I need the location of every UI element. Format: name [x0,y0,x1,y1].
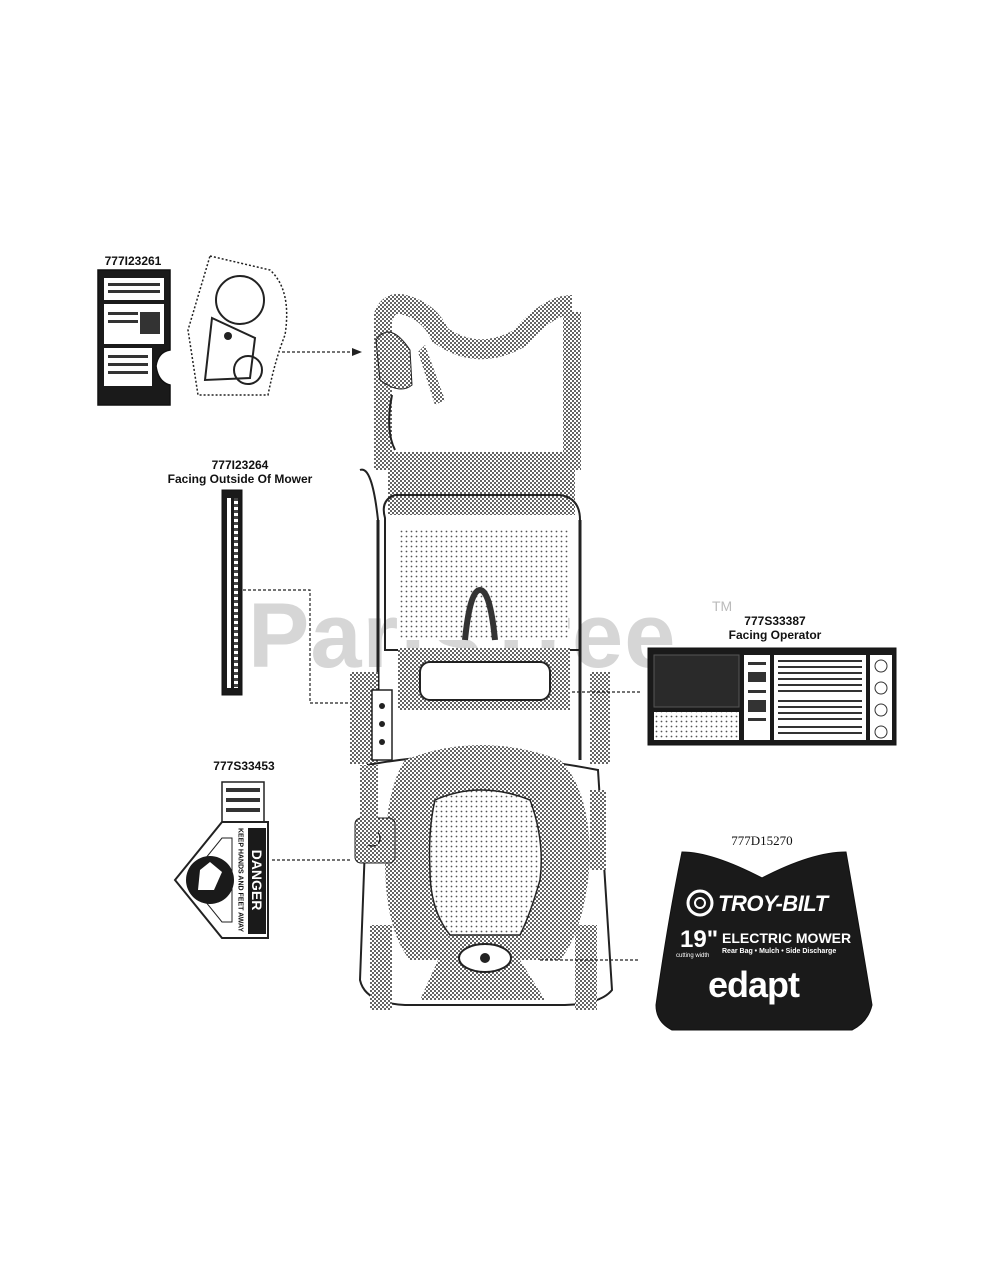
handle-bracket-detail [187,255,288,396]
danger-message: KEEP HANDS AND FEET AWAY [236,827,244,933]
decal-777I23261 [97,269,171,406]
watermark-tm: TM [712,598,733,614]
decal-777D15270 [655,851,873,1031]
part-number-777S33387: 777S33387 [744,614,806,628]
part-note-777S33387: Facing Operator [728,628,822,642]
mower-frame [350,520,610,764]
edapt-logo: edapt [708,964,800,1005]
decal-777S33387 [647,647,897,746]
part-number-777S33453: 777S33453 [213,759,275,773]
danger-word: DANGER [249,849,265,911]
brand-name: TROY-BILT [718,891,828,916]
mower-handle [373,293,581,470]
product-name: ELECTRIC MOWER [722,930,852,946]
part-note-777I23264: Facing Outside Of Mower [167,472,313,486]
leader-lines [238,351,640,961]
cutting-width-label: cutting width [676,953,710,959]
mower-bag [359,452,581,760]
part-number-777I23264: 777I23264 [211,458,269,472]
part-number-777I23261: 777I23261 [104,254,162,268]
product-features: Rear Bag • Mulch • Side Discharge [722,948,837,955]
decal-777S33453 [173,781,269,939]
mower-deck [354,745,614,1006]
cutting-width: 19" [680,926,719,953]
mower-wheels [360,765,606,1010]
leader-arrows [352,348,362,356]
decal-777I23264 [221,489,243,696]
part-number-777D15270: 777D15270 [731,833,793,848]
